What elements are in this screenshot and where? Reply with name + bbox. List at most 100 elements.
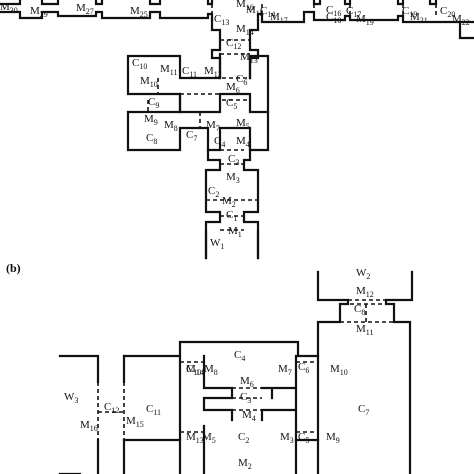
label-m9: M9 — [144, 114, 158, 127]
a-cross-upper — [126, 52, 270, 114]
label-b-c6-index: 6 — [305, 366, 310, 376]
label-m15-index: 15 — [255, 9, 264, 19]
label-c20-letter: C — [440, 5, 448, 17]
label-c16: C16 — [326, 5, 341, 18]
label-c7: C7 — [186, 130, 197, 143]
label-m19-letter: M — [356, 13, 366, 25]
label-c6-letter: C — [236, 73, 244, 85]
label-b-m4-index: 4 — [251, 414, 256, 424]
a-top-right-end — [458, 20, 474, 40]
label-b-m15-letter: M — [126, 415, 136, 427]
label-c18-index: 18 — [333, 16, 342, 26]
label-b-m8-letter: M — [204, 363, 214, 375]
a-top-lower-wall-right — [256, 10, 474, 24]
label-m16: M16 — [236, 0, 254, 12]
label-b-c2-letter: C — [238, 431, 246, 443]
label-m13-letter: M — [240, 51, 250, 63]
label-m4-index: 4 — [245, 140, 250, 150]
label-m11-index: 11 — [169, 68, 178, 78]
a-chain-right — [242, 148, 260, 260]
label-b-c8-letter: C — [354, 303, 362, 315]
label-c10: C10 — [132, 58, 147, 71]
label-m11: M11 — [160, 64, 177, 77]
label-b-m8: M8 — [204, 364, 218, 377]
label-c17-letter: C — [346, 5, 354, 17]
label-m2-index: 2 — [231, 200, 236, 210]
label-b-c3: C3 — [240, 392, 251, 405]
a-w1-walls — [204, 230, 260, 260]
label-c2-letter: C — [208, 185, 216, 197]
a-top-dividers — [211, 4, 437, 16]
label-b-m3-letter: M — [280, 431, 290, 443]
label-c18-letter: C — [326, 11, 334, 23]
label-b-m15: M15 — [126, 416, 144, 429]
label-b-w3-letter: W — [64, 391, 75, 403]
label-c12-letter: C — [226, 37, 234, 49]
label-c12-index: 12 — [233, 42, 242, 52]
label-m27-letter: M — [76, 2, 86, 14]
label-m19-index: 19 — [365, 18, 374, 28]
label-c16-letter: C — [326, 4, 334, 16]
label-m17-index: 17 — [279, 16, 288, 26]
label-b-m14: M14 — [186, 364, 204, 377]
label-c19-letter: C — [402, 5, 410, 17]
label-b-m2-index: 2 — [247, 462, 252, 472]
label-c6: C6 — [236, 74, 247, 87]
label-b-m10-index: 10 — [339, 368, 348, 378]
label-b-c4-letter: C — [234, 349, 242, 361]
label-b-m12-index: 12 — [365, 290, 374, 300]
label-b-m16: M16 — [80, 420, 98, 433]
label-c7-index: 7 — [193, 134, 198, 144]
label-b-c10-letter: C — [186, 363, 194, 375]
label-c4-index: 4 — [221, 140, 226, 150]
label-m25-letter: M — [130, 5, 140, 17]
label-m22-index: 22 — [461, 18, 470, 28]
label-m15-letter: M — [246, 4, 256, 16]
label-b-m9-letter: M — [326, 431, 336, 443]
label-b-c5: C5 — [298, 432, 309, 445]
label-b-m2: M2 — [238, 458, 252, 471]
b-w2-dividers — [340, 299, 394, 323]
label-b-m5: M5 — [202, 432, 216, 445]
label-b-m14-letter: M — [186, 363, 196, 375]
label-c6-index: 6 — [243, 78, 248, 88]
label-b-c3-letter: C — [240, 391, 248, 403]
label-m27-index: 27 — [85, 7, 94, 17]
label-b-m11: M11 — [356, 324, 373, 337]
label-b-c5-index: 5 — [305, 436, 310, 446]
label-m13: M13 — [240, 52, 258, 65]
label-m12-letter: M — [204, 65, 214, 77]
label-b-m4: M4 — [242, 410, 256, 423]
label-c1-letter: C — [226, 209, 234, 221]
label-b-c10: C10 — [186, 364, 201, 377]
label-m5-letter: M — [236, 117, 246, 129]
label-m2-letter: M — [222, 195, 232, 207]
label-c5-letter: C — [226, 97, 234, 109]
label-c19: C19 — [402, 6, 417, 19]
label-b-m16-letter: M — [80, 419, 90, 431]
label-b-c12: C12 — [104, 402, 119, 415]
label-b-c6: C6 — [298, 362, 309, 375]
label-b-m14-index: 14 — [195, 368, 204, 378]
label-m21-letter: M — [410, 11, 420, 23]
label-b-m13: M13 — [186, 432, 204, 445]
label-m12: M12 — [204, 66, 222, 79]
a-chain-left — [204, 148, 222, 260]
label-m27: M27 — [76, 3, 94, 16]
panel-b-label: (b) — [6, 261, 21, 275]
label-w1-index: 1 — [220, 242, 225, 252]
label-b-m13-index: 13 — [195, 436, 204, 446]
label-c9-index: 9 — [155, 101, 160, 111]
label-b-w2-index: 2 — [366, 272, 371, 282]
label-b-c7-letter: C — [358, 403, 366, 415]
label-m2: M2 — [222, 196, 236, 209]
label-m7-index: 7 — [215, 124, 220, 134]
label-m8-index: 8 — [173, 124, 178, 134]
label-b-w2: W2 — [356, 268, 370, 281]
label-b-w3: W3 — [64, 392, 78, 405]
label-c2: C2 — [208, 186, 219, 199]
label-c18: C18 — [326, 12, 341, 25]
label-c7-letter: C — [186, 129, 194, 141]
label-b-m2-letter: M — [238, 457, 248, 469]
